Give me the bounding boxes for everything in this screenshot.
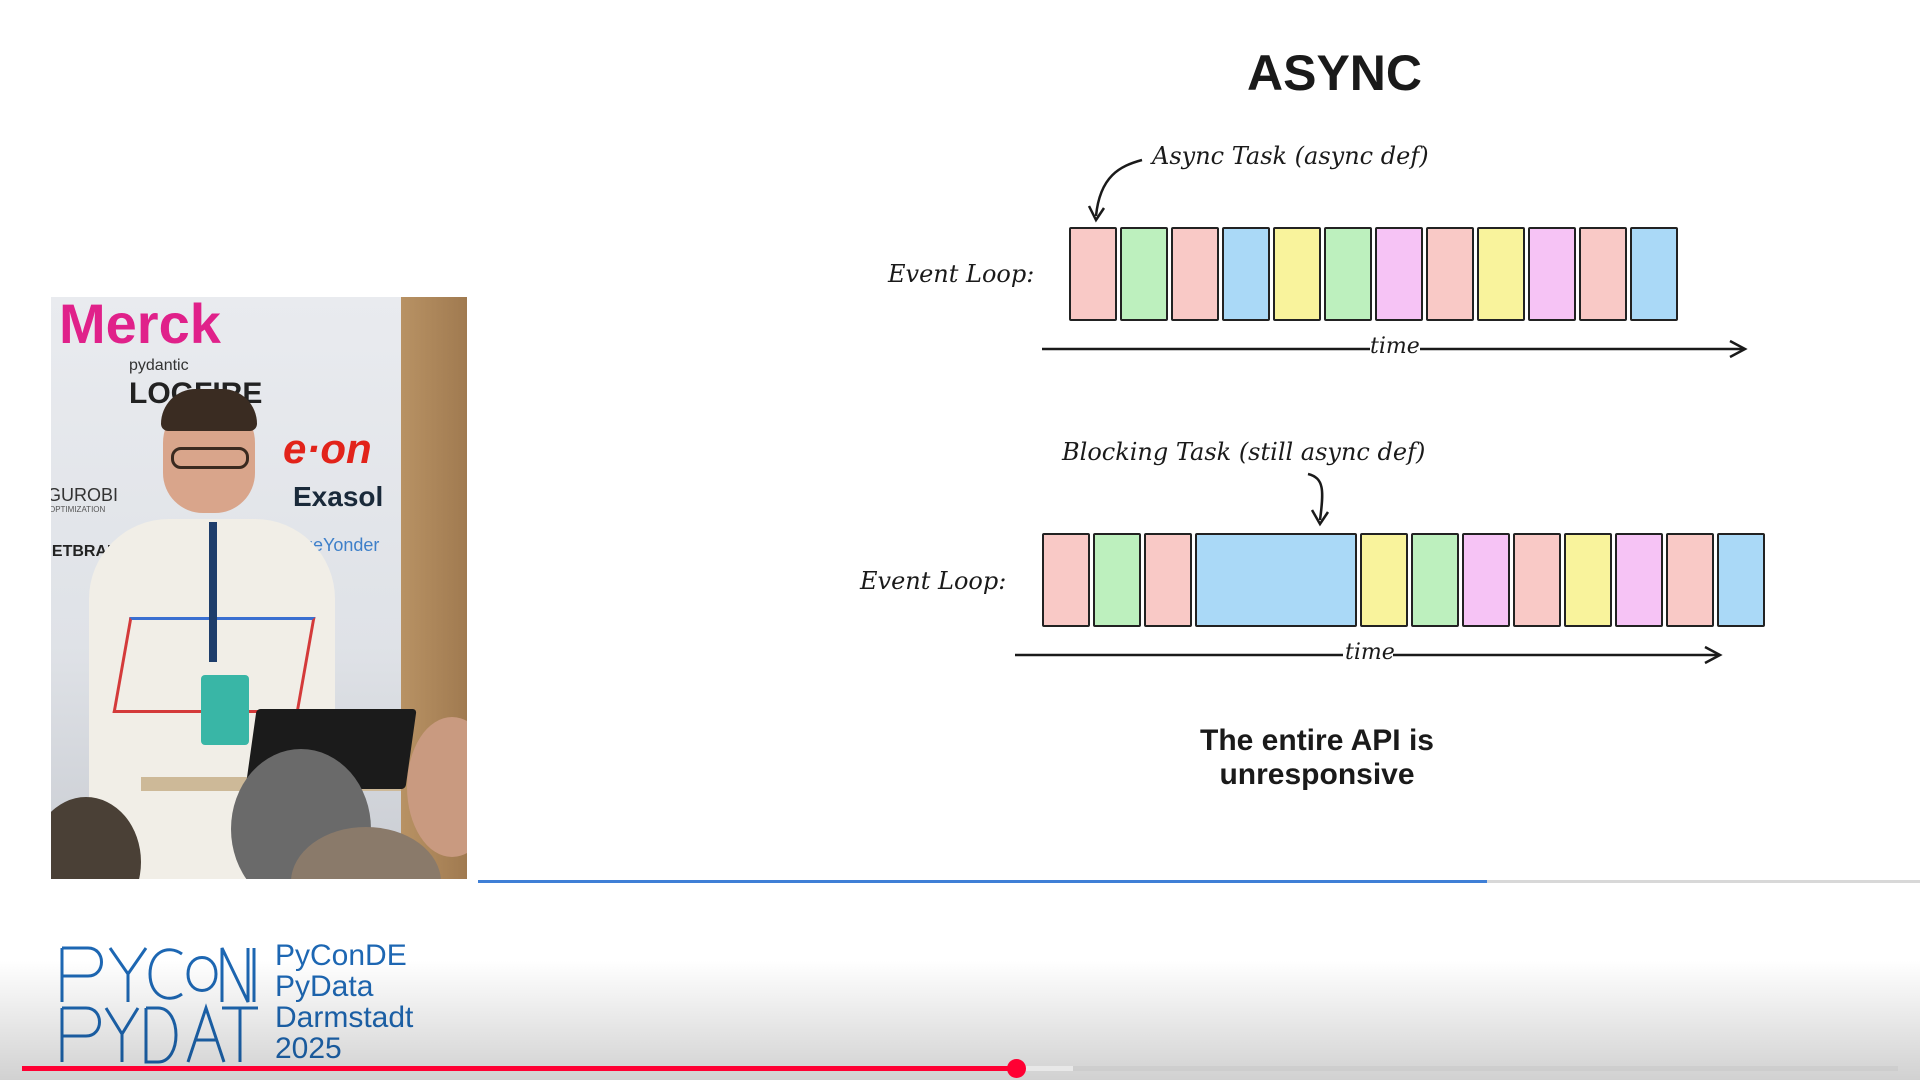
conference-line-4: 2025 bbox=[275, 1032, 342, 1065]
time-label-top: time bbox=[1370, 334, 1420, 359]
task-block-yellow bbox=[1477, 227, 1525, 321]
task-block-pink bbox=[1666, 533, 1714, 627]
blocking-task-annotation: Blocking Task (still async def) bbox=[1062, 438, 1426, 466]
sponsor-logo-gurobi: GUROBI bbox=[51, 485, 119, 505]
curved-arrow-icon bbox=[1087, 158, 1143, 223]
task-block-pink bbox=[1042, 533, 1090, 627]
sponsor-logo-merck: Merck bbox=[59, 297, 221, 355]
time-axis-top bbox=[1042, 339, 1748, 359]
task-block-pink bbox=[1579, 227, 1627, 321]
sponsor-logo-optimization: OPTIMIZATION bbox=[51, 505, 106, 514]
task-block-green bbox=[1411, 533, 1459, 627]
task-block-yellow bbox=[1360, 533, 1408, 627]
task-block-magenta bbox=[1615, 533, 1663, 627]
sponsor-logo-pydantic: pydantic bbox=[129, 357, 189, 374]
task-block-green bbox=[1120, 227, 1168, 321]
task-block-blue bbox=[1222, 227, 1270, 321]
speaker-glasses bbox=[171, 447, 249, 469]
sponsor-logo-exasol: Exasol bbox=[293, 481, 384, 512]
task-block-pink bbox=[1144, 533, 1192, 627]
down-arrow-icon bbox=[1307, 472, 1330, 527]
lanyard bbox=[209, 522, 217, 662]
seek-handle[interactable] bbox=[1007, 1059, 1026, 1078]
event-loop-label-bottom: Event Loop: bbox=[860, 567, 1007, 595]
task-block-green bbox=[1093, 533, 1141, 627]
sponsor-logo-eon: e·on bbox=[283, 425, 372, 472]
pycon-logo-icon bbox=[60, 946, 258, 1064]
time-label-bottom: time bbox=[1345, 640, 1395, 665]
async-task-annotation: Async Task (async def) bbox=[1152, 142, 1429, 170]
speaker-camera: Merck pydantic LOGFIRE e·on Exasol BlueY… bbox=[51, 297, 467, 879]
conference-line-2: PyData bbox=[275, 970, 374, 1003]
seek-played bbox=[22, 1066, 1016, 1071]
conference-line-1: PyConDE bbox=[275, 939, 407, 972]
task-block-green bbox=[1324, 227, 1372, 321]
slide-caption: The entire API is unresponsive bbox=[1200, 724, 1434, 791]
task-block-blue bbox=[1195, 533, 1357, 627]
conference-name: PyConDE PyData Darmstadt 2025 bbox=[275, 940, 413, 1064]
task-block-pink bbox=[1426, 227, 1474, 321]
name-badge bbox=[201, 675, 249, 745]
event-loop-label-top: Event Loop: bbox=[888, 260, 1035, 288]
task-block-blue bbox=[1717, 533, 1765, 627]
task-block-yellow bbox=[1564, 533, 1612, 627]
speaker-hair bbox=[161, 389, 257, 431]
time-axis-bottom bbox=[1015, 645, 1723, 665]
task-block-blue bbox=[1630, 227, 1678, 321]
slide-title: ASYNC bbox=[1247, 45, 1423, 101]
conference-line-3: Darmstadt bbox=[275, 1001, 414, 1034]
task-block-yellow bbox=[1273, 227, 1321, 321]
task-block-pink bbox=[1069, 227, 1117, 321]
slide-progress-fill bbox=[478, 880, 1487, 883]
task-block-pink bbox=[1171, 227, 1219, 321]
task-block-magenta bbox=[1375, 227, 1423, 321]
task-block-magenta bbox=[1462, 533, 1510, 627]
task-block-pink bbox=[1513, 533, 1561, 627]
task-block-magenta bbox=[1528, 227, 1576, 321]
